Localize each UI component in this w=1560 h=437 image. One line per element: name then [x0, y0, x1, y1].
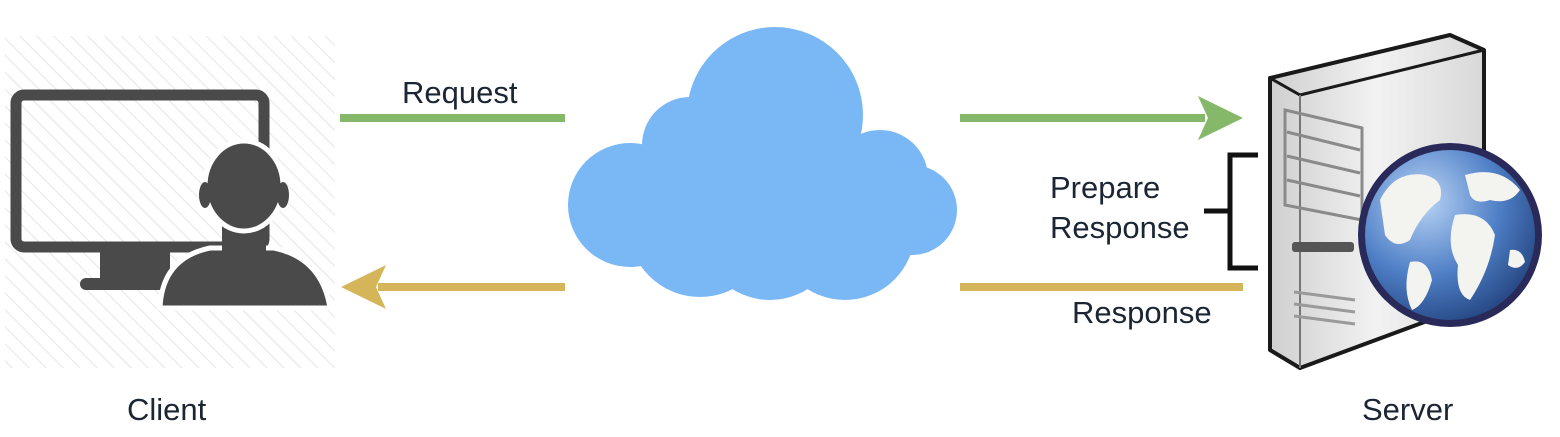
response-label: Response	[1072, 295, 1212, 330]
prepare-response-line-1: Prepare	[1050, 170, 1161, 205]
client-computer-user-icon	[5, 36, 335, 368]
prepare-response-label: Prepare Response	[1050, 168, 1190, 248]
request-arrowhead-icon	[1198, 96, 1243, 140]
server-label: Server	[1362, 392, 1454, 427]
response-arrow	[341, 265, 1243, 309]
bracket-icon	[1204, 152, 1258, 271]
response-arrowhead-icon	[341, 265, 386, 309]
cloud-icon	[568, 27, 957, 300]
request-arrow	[340, 96, 1243, 140]
client-label: Client	[127, 392, 207, 427]
user-icon	[157, 138, 333, 311]
server-globe-icon	[1268, 33, 1542, 370]
prepare-response-line-2: Response	[1050, 210, 1190, 245]
globe-icon	[1358, 143, 1542, 327]
request-label: Request	[402, 75, 518, 110]
